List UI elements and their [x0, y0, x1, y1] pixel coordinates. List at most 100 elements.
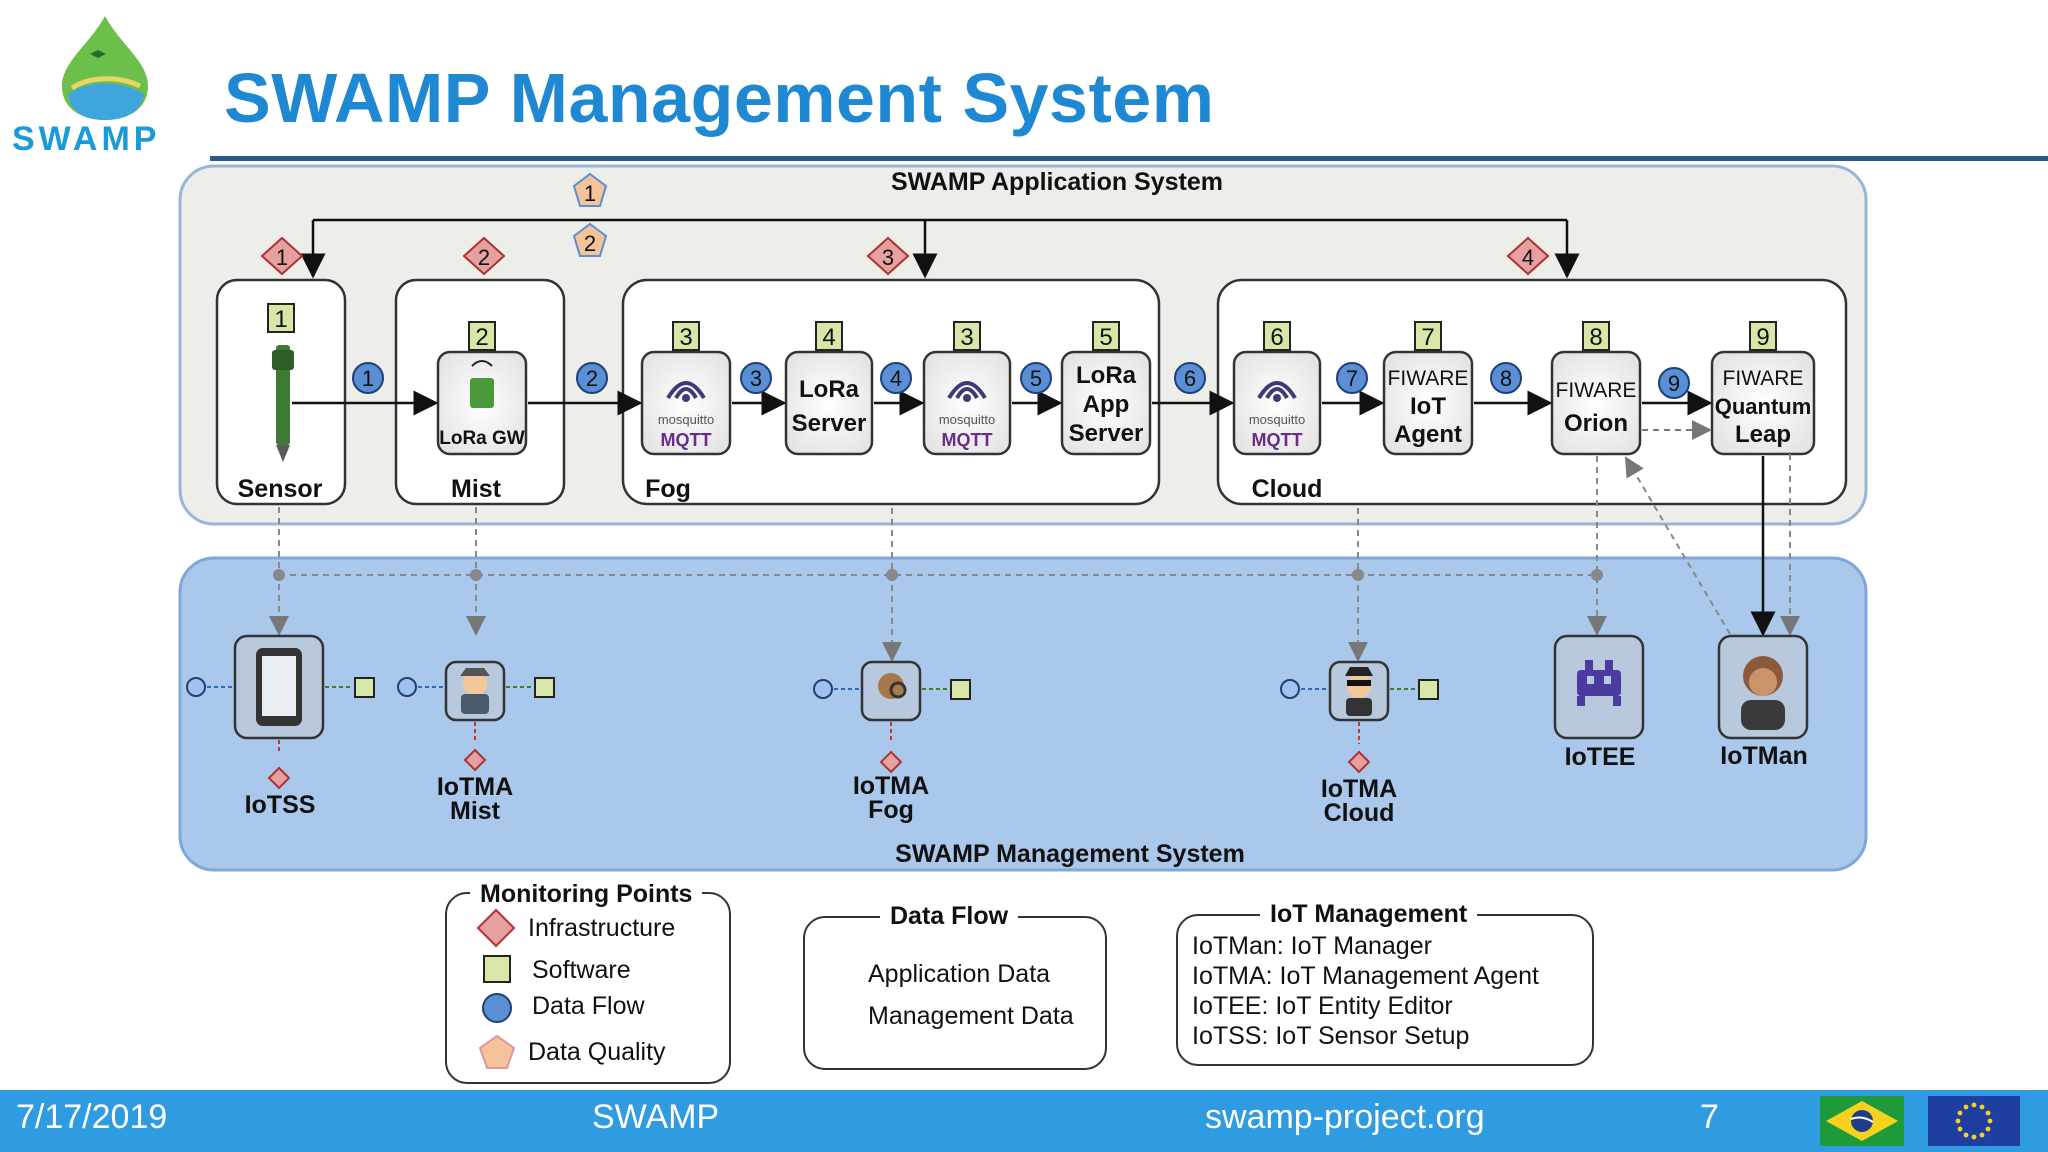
data-flow-icon	[482, 993, 512, 1023]
data-quality-points: 1 2	[572, 172, 608, 257]
svg-text:Cloud: Cloud	[1324, 799, 1395, 827]
title-underline	[210, 156, 2048, 161]
svg-text:3: 3	[679, 324, 692, 351]
brazil-flag-icon	[1820, 1096, 1904, 1146]
svg-text:4: 4	[890, 366, 902, 391]
footer-date: 7/17/2019	[16, 1098, 168, 1136]
svg-text:Orion: Orion	[1564, 410, 1628, 437]
svg-text:IoTMA: IoTMA	[853, 772, 929, 800]
svg-text:Leap: Leap	[1735, 421, 1791, 448]
svg-text:Quantum: Quantum	[1715, 394, 1812, 419]
legend-application-data-label: Application Data	[868, 960, 1051, 988]
management-system-label: SWAMP Management System	[895, 840, 1245, 868]
svg-text:1: 1	[276, 245, 288, 270]
svg-text:IoTMA: IoTMA	[437, 773, 513, 801]
management-system-band	[178, 556, 1868, 872]
svg-text:8: 8	[1500, 366, 1512, 391]
mqtt-cloud-label: MQTT	[1252, 430, 1303, 450]
fog-group-label: Fog	[645, 475, 691, 503]
svg-text:LoRa: LoRa	[799, 376, 860, 403]
svg-text:IoT: IoT	[1410, 393, 1446, 420]
svg-text:3: 3	[750, 366, 762, 391]
legend-monitoring-symbols	[476, 908, 516, 1069]
mqtt-signal-icon	[947, 381, 987, 402]
svg-text:6: 6	[1270, 324, 1283, 351]
svg-text:mosquitto: mosquitto	[939, 412, 995, 427]
legend-iotee-label: IoTEE: IoT Entity Editor	[1192, 992, 1453, 1020]
data-flow-points: 1 2 3 4 5 6 7 8 9	[352, 362, 1690, 399]
legend-monitoring-title: Monitoring Points	[470, 880, 703, 909]
svg-text:6: 6	[1184, 366, 1196, 391]
svg-text:7: 7	[1346, 366, 1358, 391]
footer-page-number: 7	[1700, 1098, 1719, 1136]
sensor-device-icon	[272, 345, 294, 462]
mqtt-fog-2-label: MQTT	[942, 430, 993, 450]
svg-text:1: 1	[362, 366, 374, 391]
legend-management-data-label: Management Data	[868, 1002, 1074, 1030]
architecture-diagram: SWAMP Application System SWAMP Managemen…	[178, 164, 1868, 1026]
legend-iot-management	[1176, 914, 1594, 1066]
svg-text:FIWARE: FIWARE	[1723, 367, 1804, 390]
svg-text:Mist: Mist	[450, 797, 501, 825]
svg-text:9: 9	[1756, 324, 1769, 351]
legend-iot-management-title: IoT Management	[1260, 900, 1478, 929]
svg-text:4: 4	[1522, 245, 1534, 270]
legend-infrastructure-label: Infrastructure	[528, 914, 676, 942]
footer-bar	[0, 1090, 2048, 1152]
eu-flag-icon	[1928, 1096, 2020, 1146]
lora-gw-icon	[470, 378, 494, 408]
svg-text:IoTMan: IoTMan	[1720, 742, 1808, 770]
svg-text:IoTEE: IoTEE	[1565, 743, 1636, 771]
svg-text:5: 5	[1099, 324, 1112, 351]
lora-gw-label: LoRa GW	[439, 428, 525, 449]
legend-data-flow	[803, 916, 1107, 1070]
mist-group-label: Mist	[451, 475, 502, 503]
svg-text:2: 2	[584, 231, 596, 256]
legend-data-flow-title: Data Flow	[880, 902, 1019, 931]
logo-text: SWAMP	[12, 120, 161, 158]
agent-icon	[463, 672, 487, 696]
software-points: 1 2 3 4 3 5 6 7 8 9	[267, 303, 1777, 351]
mqtt-signal-icon	[1257, 381, 1297, 402]
mqtt-fog-1-label: MQTT	[661, 430, 712, 450]
legend-iotman-label: IoTMan: IoT Manager	[1192, 932, 1432, 960]
svg-text:Server: Server	[792, 410, 867, 437]
infrastructure-icon	[476, 908, 516, 948]
cloud-group-label: Cloud	[1252, 475, 1323, 503]
svg-text:1: 1	[584, 181, 596, 206]
legend-software-label: Software	[532, 956, 631, 984]
swamp-logo-icon	[62, 16, 148, 120]
svg-text:Agent: Agent	[1394, 421, 1462, 448]
application-system-label: SWAMP Application System	[891, 168, 1223, 196]
svg-text:8: 8	[1589, 324, 1602, 351]
svg-text:7: 7	[1421, 324, 1434, 351]
svg-text:LoRa: LoRa	[1076, 362, 1137, 389]
svg-text:3: 3	[882, 245, 894, 270]
svg-text:2: 2	[586, 366, 598, 391]
footer-url[interactable]: swamp-project.org	[1205, 1098, 1485, 1136]
svg-text:mosquitto: mosquitto	[658, 412, 714, 427]
svg-text:FIWARE: FIWARE	[1556, 379, 1637, 402]
infrastructure-points: 1 2 3 4	[260, 236, 1550, 276]
svg-text:2: 2	[478, 245, 490, 270]
legend-data-quality-label: Data Quality	[528, 1038, 666, 1066]
svg-text:3: 3	[960, 324, 973, 351]
legend-iotss-label: IoTSS: IoT Sensor Setup	[1192, 1022, 1470, 1050]
software-icon	[483, 955, 511, 983]
lora-server-node	[784, 350, 874, 456]
svg-text:Fog: Fog	[868, 796, 914, 824]
svg-text:Server: Server	[1069, 420, 1144, 447]
svg-text:IoTSS: IoTSS	[245, 791, 316, 819]
orion-node	[1550, 350, 1642, 456]
svg-text:2: 2	[475, 324, 488, 351]
svg-text:1: 1	[274, 306, 287, 333]
svg-text:mosquitto: mosquitto	[1249, 412, 1305, 427]
data-quality-icon	[478, 1034, 516, 1069]
legend-iotma-label: IoTMA: IoT Management Agent	[1192, 962, 1539, 990]
svg-text:IoTMA: IoTMA	[1321, 775, 1397, 803]
footer-project: SWAMP	[592, 1098, 720, 1136]
mgmt-side-markers	[186, 677, 1439, 790]
mqtt-signal-icon	[666, 381, 706, 402]
svg-text:9: 9	[1668, 371, 1680, 396]
